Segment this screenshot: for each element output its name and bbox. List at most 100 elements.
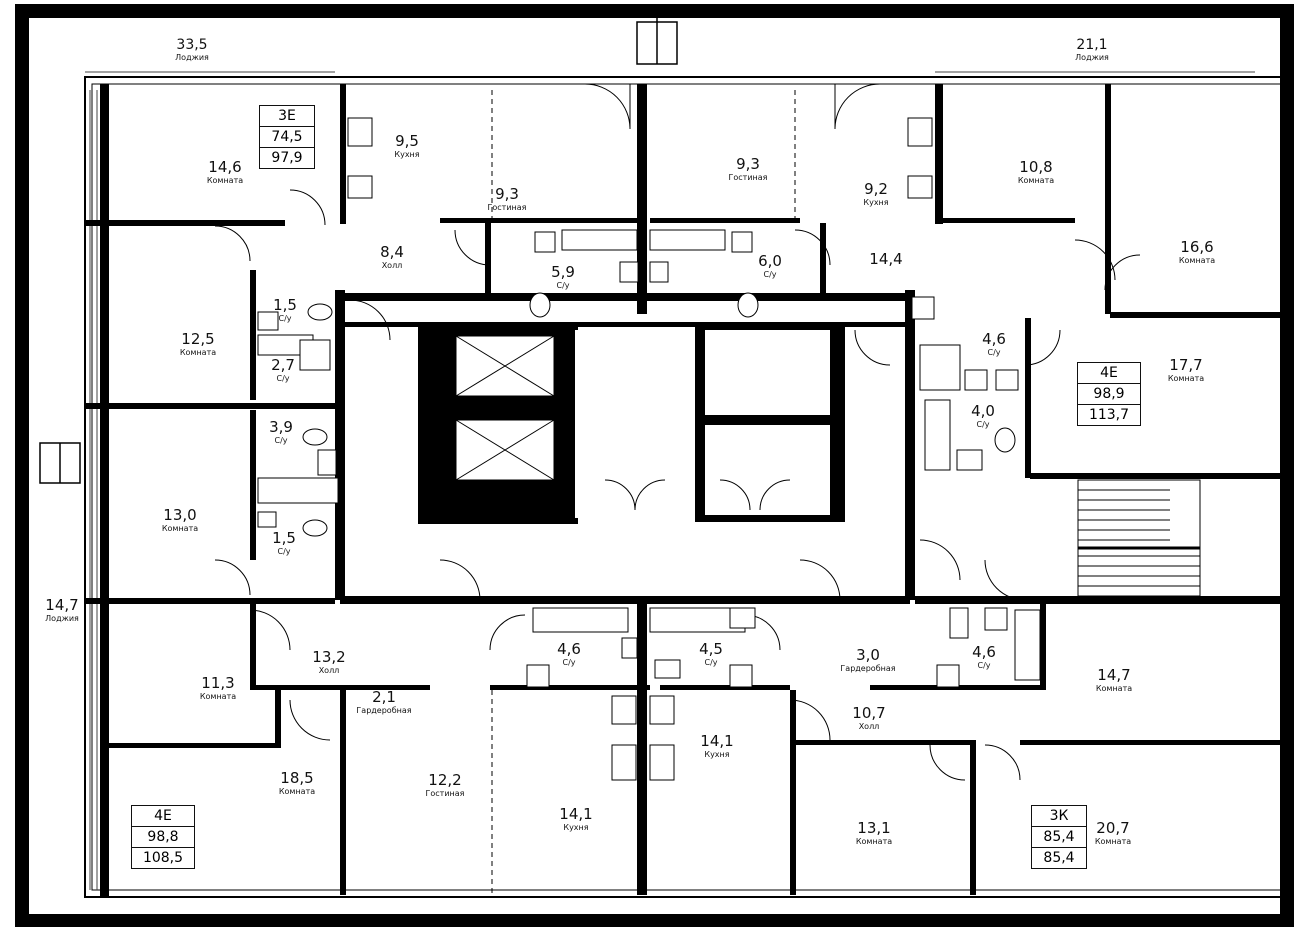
room-area: 3,9 [269, 418, 293, 436]
room-area: 13,1 [857, 819, 891, 837]
room-area: 9,2 [864, 180, 888, 198]
room-area: 4,5 [699, 640, 723, 658]
room-area: 16,6 [1180, 238, 1214, 256]
room-area: 9,5 [395, 132, 419, 150]
room-name: Комната [1167, 374, 1205, 383]
room-name: Гардеробная [356, 706, 412, 715]
room-name: Кухня [704, 750, 730, 759]
room-name: Лоджия [175, 53, 209, 62]
apartment-living-area: 98,8 [132, 826, 194, 847]
room-area: 14,1 [559, 805, 593, 823]
room-area: 13,2 [312, 648, 346, 666]
apartment-type: 4Е [154, 808, 172, 824]
room-area: 2,7 [271, 356, 295, 374]
room-area: 20,7 [1096, 819, 1130, 837]
room-area: 12,5 [181, 330, 215, 348]
room-area: 14,6 [208, 158, 242, 176]
apartment-total-area: 85,4 [1032, 847, 1086, 868]
room-name: Комната [1095, 684, 1133, 693]
apartment-total-area: 97,9 [260, 147, 314, 168]
room-name: Комната [855, 837, 893, 846]
room-area: 11,3 [201, 674, 235, 692]
fixtures [257, 117, 1041, 781]
room-area: 10,7 [852, 704, 886, 722]
room-name: С/у [278, 314, 292, 323]
room-area: 1,5 [272, 529, 296, 547]
roof-riser [636, 5, 678, 65]
room-name: С/у [977, 661, 991, 670]
room-area: 4,6 [557, 640, 581, 658]
room-name: Кухня [394, 150, 420, 159]
room-name: Холл [318, 666, 340, 675]
room-name: Холл [858, 722, 880, 731]
room-name: Комната [161, 524, 199, 533]
staircase [1077, 479, 1201, 597]
room-name: Комната [199, 692, 237, 701]
room-name: С/у [976, 420, 990, 429]
room-name: Гостиная [425, 789, 465, 798]
room-name: Лоджия [45, 614, 79, 623]
apartment-box: 4Е 98,8 108,5 [131, 805, 195, 869]
room-name: Комната [1094, 837, 1132, 846]
apartment-box: 4Е 98,9 113,7 [1077, 362, 1141, 426]
room-area: 8,4 [380, 243, 404, 261]
room-name: Комната [179, 348, 217, 357]
room-name: Кухня [863, 198, 889, 207]
room-name: С/у [704, 658, 718, 667]
room-area: 6,0 [758, 252, 782, 270]
room-name: Гостиная [728, 173, 768, 182]
apartment-type: 4Е [1100, 365, 1118, 381]
room-area: 12,2 [428, 771, 462, 789]
apartment-living-area: 98,9 [1078, 383, 1140, 404]
zone-dividers [491, 90, 796, 895]
room-name: Лоджия [1075, 53, 1109, 62]
room-area: 14,7 [45, 596, 79, 614]
apartment-living-area: 85,4 [1032, 826, 1086, 847]
room-name: Комната [278, 787, 316, 796]
room-name: Комната [1178, 256, 1216, 265]
room-name: Гардеробная [840, 664, 896, 673]
room-name: С/у [562, 658, 576, 667]
apartment-box: 3Е 74,5 97,9 [259, 105, 315, 169]
room-name: Холл [381, 261, 403, 270]
room-area: 33,5 [176, 37, 208, 53]
loggia-fixture [39, 442, 81, 484]
room-area: 4,0 [971, 402, 995, 420]
room-area: 2,1 [372, 688, 396, 706]
room-name: С/у [763, 270, 777, 279]
room-area: 21,1 [1076, 37, 1108, 53]
room-name: С/у [276, 374, 290, 383]
room-area: 14,1 [700, 732, 734, 750]
doors [214, 83, 1141, 781]
room-area: 9,3 [495, 185, 519, 203]
room-area: 1,5 [273, 296, 297, 314]
room-label: 14,4 [869, 252, 902, 269]
room-area: 14,4 [869, 250, 903, 268]
room-name: Комната [1017, 176, 1055, 185]
room-area: 9,3 [736, 155, 760, 173]
